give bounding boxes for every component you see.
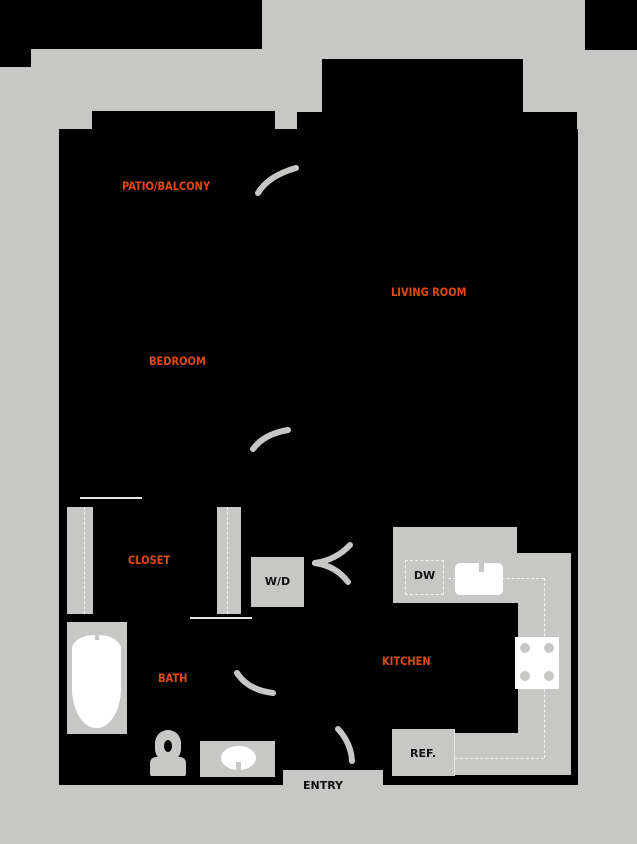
burner-icon [520,643,530,653]
living-room-upper [322,59,523,119]
kitchen-sink-faucet [479,558,484,572]
main-floor [59,129,578,770]
closet-shelf-right-rod [227,507,228,614]
wd-door-swing-top [312,542,353,566]
room-label-patio: PATIO/BALCONY [122,179,211,194]
room-label-closet: CLOSET [128,553,171,568]
bathtub-faucet [95,632,99,640]
toilet-tank [150,757,186,776]
room-label-kitchen: KITCHEN [382,654,431,669]
counter-edge-bottom [455,758,544,759]
room-label-bedroom: BEDROOM [149,354,206,369]
closet-door-bottom[interactable] [190,617,252,619]
dishwasher [405,560,444,595]
closet-shelf-left [67,507,93,614]
patio-door-swing [255,165,299,196]
bath-sink-faucet [236,762,241,771]
refrigerator-label: REF. [409,747,437,760]
bedroom-door-swing [250,427,291,452]
dishwasher-label: DW [413,569,436,582]
wd-door-swing-bottom [312,560,351,585]
toilet [150,730,186,776]
entry-label: ENTRY [302,779,344,792]
washer-dryer-label: W/D [264,575,291,588]
cooktop [515,637,559,689]
closet-door-top[interactable] [80,497,142,499]
kitchen-counter-bottom [454,733,571,775]
top-left-mask [0,0,262,49]
toilet-seat [164,740,172,752]
refrigerator [392,729,455,776]
bath-door-swing [234,670,276,696]
room-label-living: LIVING ROOM [391,285,467,300]
entry-threshold[interactable] [283,770,383,790]
top-left-mask-step [0,49,31,67]
washer-dryer [251,557,304,607]
burner-icon [544,643,554,653]
room-label-bath: BATH [158,671,188,686]
entry-door-swing [335,726,355,764]
burner-icon [520,671,530,681]
closet-shelf-left-rod [84,507,85,614]
closet-shelf-right [217,507,241,614]
burner-icon [544,671,554,681]
top-right-mask [585,0,637,50]
bathtub-basin [72,635,121,728]
